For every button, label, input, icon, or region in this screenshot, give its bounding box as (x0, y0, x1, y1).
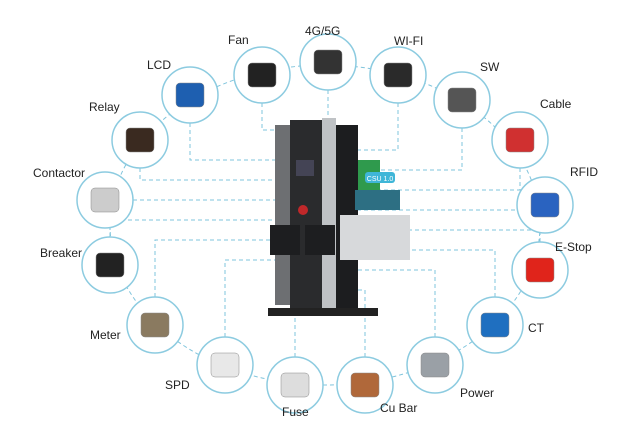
component-estop (511, 241, 569, 299)
ct-label: CT (528, 321, 544, 335)
cable-icon (505, 127, 535, 153)
power-label: Power (460, 386, 495, 400)
sw-label: SW (480, 60, 500, 74)
antenna-icon (313, 49, 343, 75)
emergency-stop-icon (525, 257, 555, 283)
component-power (406, 336, 464, 394)
surge-protector-icon (210, 352, 240, 378)
component-sw (433, 71, 491, 129)
csu-badge: CSU 1.0 (367, 176, 394, 183)
charger-button (298, 205, 308, 215)
csu-badge-bg (365, 172, 395, 183)
fuse-label: Fuse (282, 405, 309, 419)
charging-gun-left (270, 225, 300, 255)
power-connector-line (350, 269, 436, 365)
spd-label: SPD (165, 378, 190, 392)
current-transformer-icon (480, 312, 510, 338)
component-ct (466, 296, 524, 354)
csu-module (355, 190, 400, 210)
component-cable (491, 111, 549, 169)
charger-base (268, 308, 378, 316)
cable-label: Cable (540, 97, 572, 111)
fan-label: Fan (228, 33, 249, 47)
breaker-label: Breaker (40, 246, 83, 260)
contactor-label: Contactor (33, 166, 86, 180)
component-fan (233, 46, 291, 104)
component-lcd (161, 66, 219, 124)
switch-icon (447, 87, 477, 113)
charger-illustration: CSU 1.0 (268, 118, 410, 316)
wifi-label: WI-FI (394, 34, 424, 48)
lcd-screen-icon (175, 82, 205, 108)
breaker-icon (95, 252, 125, 278)
copper-bar-icon (350, 372, 380, 398)
fan-icon (247, 62, 277, 88)
charger-side-panel (322, 118, 336, 310)
relay-label: Relay (89, 100, 120, 114)
component-contactor (76, 171, 134, 229)
component-meter (126, 296, 184, 354)
component-rfid (516, 176, 574, 234)
component-4g5g (299, 33, 357, 91)
component-nodes (76, 33, 574, 414)
meter-label: Meter (90, 328, 121, 342)
contactor-icon (90, 187, 120, 213)
power-module (340, 215, 410, 260)
power-supply-icon (420, 352, 450, 378)
4g5g-label: 4G/5G (305, 24, 341, 38)
lcd-label: LCD (147, 58, 172, 72)
charger-front-panel (290, 120, 322, 310)
wifi-module-icon (383, 62, 413, 88)
component-breaker (81, 236, 139, 294)
component-cubar (336, 356, 394, 414)
component-wifi (369, 46, 427, 104)
relay-connector-line (139, 140, 285, 181)
estop-label: E-Stop (555, 240, 592, 254)
component-fuse (266, 356, 324, 414)
fuse-icon (280, 372, 310, 398)
rfid-icon (530, 192, 560, 218)
spd-connector-line (224, 259, 285, 365)
charger-screen (296, 160, 314, 176)
charging-gun-right (305, 225, 335, 255)
relay-icon (125, 127, 155, 153)
component-spd (196, 336, 254, 394)
cubar-label: Cu Bar (380, 401, 418, 415)
component-relay (111, 111, 169, 169)
rfid-label: RFID (570, 165, 598, 179)
meter-icon (140, 312, 170, 338)
